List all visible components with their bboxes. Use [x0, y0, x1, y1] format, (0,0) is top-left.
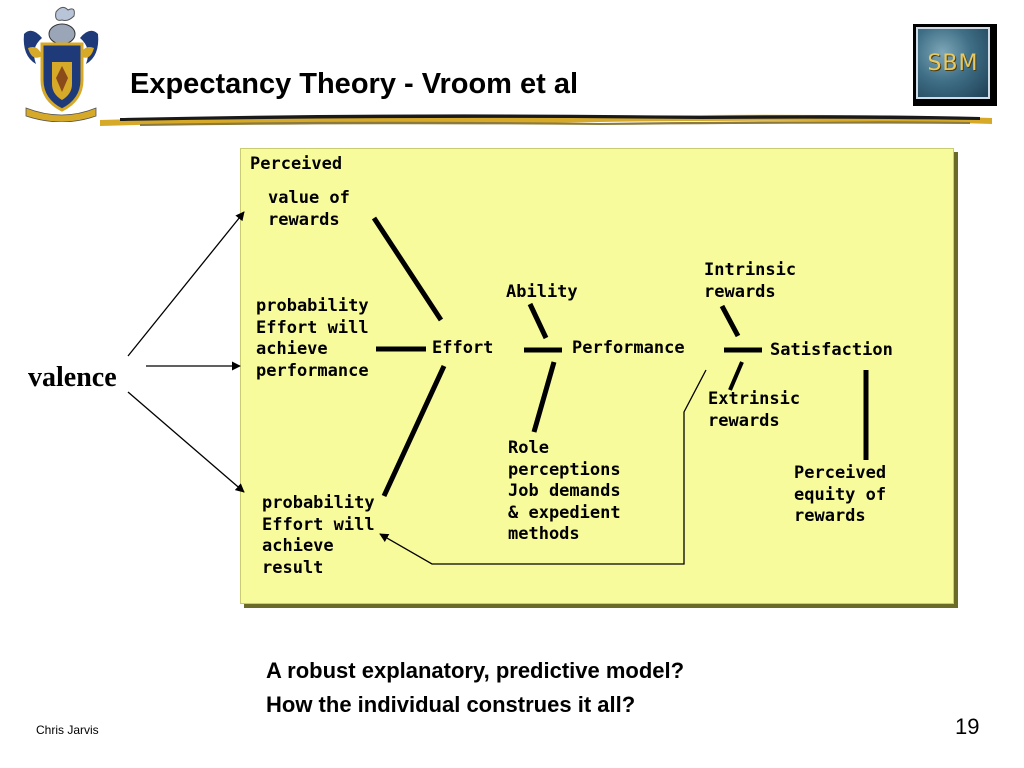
- role-to-performance-stroke: [531, 361, 557, 433]
- probability-result-label: probability Effort will achieve result: [262, 493, 375, 578]
- slide-title: Expectancy Theory - Vroom et al: [130, 68, 579, 100]
- valence-label: valence: [28, 362, 117, 393]
- ability-label: Ability: [506, 282, 578, 302]
- extrinsic-to-satisfaction-stroke: [728, 361, 744, 391]
- question-robust-model: A robust explanatory, predictive model?: [266, 658, 685, 683]
- extrinsic-rewards-label: Extrinsic rewards: [708, 389, 801, 431]
- intrinsic-to-satisfaction-stroke: [719, 304, 741, 338]
- effort-node: Effort: [432, 338, 494, 358]
- title-underline-rule: [100, 114, 992, 126]
- effort-to-result-stroke: [381, 364, 447, 498]
- author-footer: Chris Jarvis: [36, 723, 99, 737]
- sbm-logo: SBM: [913, 24, 997, 106]
- intrinsic-rewards-label: Intrinsic rewards: [704, 260, 797, 302]
- university-crest-icon: [18, 4, 104, 122]
- value-to-effort-stroke: [371, 216, 444, 322]
- valence-arrow-value: [127, 211, 245, 357]
- value-of-rewards-label: value of rewards: [268, 188, 350, 230]
- performance-node: Performance: [572, 338, 685, 358]
- perceived-equity-label: Perceived equity of rewards: [794, 463, 887, 526]
- satisfaction-node: Satisfaction: [770, 340, 893, 360]
- expectancy-diagram-panel: [240, 148, 954, 604]
- ability-to-performance-stroke: [527, 302, 549, 340]
- role-perceptions-label: Role perceptions Job demands & expedient…: [508, 438, 621, 544]
- sbm-logo-inner: SBM: [916, 27, 990, 99]
- probability-performance-label: probability Effort will achieve performa…: [256, 296, 369, 381]
- valence-arrow-result: [127, 391, 245, 493]
- feedback-loop-line: [379, 369, 707, 565]
- page-number: 19: [955, 714, 980, 739]
- sbm-logo-text: SBM: [927, 50, 979, 76]
- question-individual-construes: How the individual construes it all?: [266, 692, 636, 717]
- perceived-label: Perceived: [250, 154, 343, 174]
